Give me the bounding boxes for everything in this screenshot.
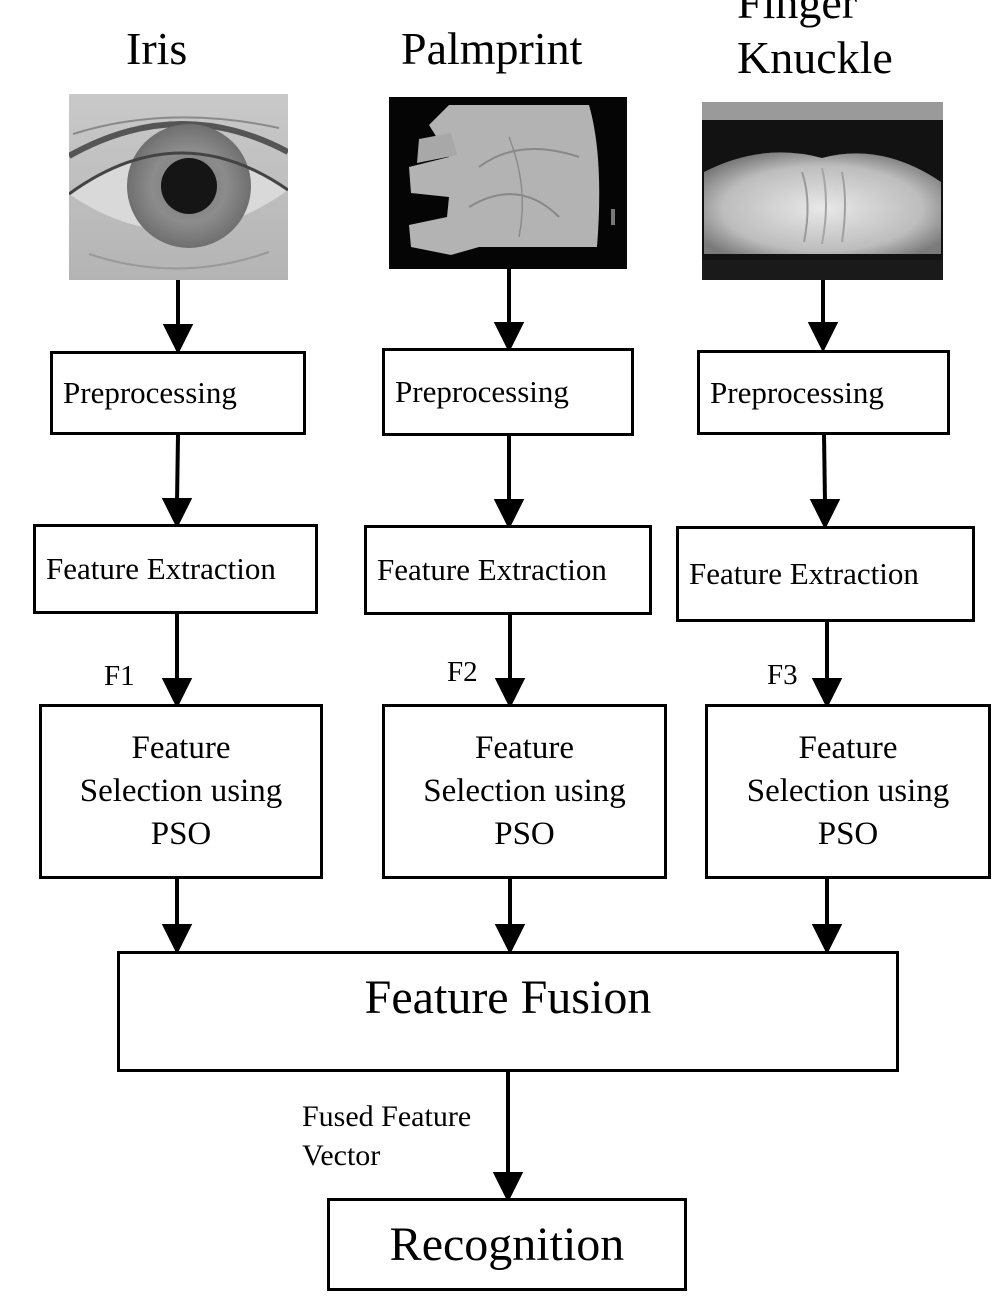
iris-feature-selection-box: Feature Selection using PSO (39, 704, 323, 879)
iris-feature-extraction-box: Feature Extraction (33, 524, 318, 614)
palmprint-feature-extraction-label: Feature Extraction (377, 552, 607, 587)
knuckle-feature-selection-line3: PSO (817, 816, 879, 852)
title-palmprint: Palmprint (401, 23, 583, 74)
title-finger-knuckle-line2: Knuckle (737, 32, 893, 83)
arrow-head (162, 324, 194, 355)
iris-feature-extraction-label: Feature Extraction (46, 551, 276, 586)
title-finger-knuckle-line1: Finger (737, 0, 858, 28)
iris-image (69, 94, 288, 280)
palmprint-feature-selection-line2: Selection using (423, 773, 626, 809)
palmprint-image (389, 97, 627, 269)
feature-fusion-box: Feature Fusion (117, 951, 899, 1072)
palmprint-preprocessing-box: Preprocessing (382, 348, 634, 436)
knuckle-feature-extraction-box: Feature Extraction (676, 526, 975, 622)
iris-feature-selection-line2: Selection using (79, 773, 283, 809)
feature-label-f1: F1 (104, 660, 135, 692)
palmprint-feature-selection-box: Feature Selection using PSO (382, 704, 667, 879)
knuckle-feature-selection-line2: Selection using (746, 773, 950, 809)
knuckle-feature-selection-box: Feature Selection using PSO (705, 704, 991, 879)
knuckle-preprocessing-label: Preprocessing (710, 374, 884, 410)
feature-label-f2: F2 (447, 656, 478, 688)
fused-vector-label-line2: Vector (302, 1139, 381, 1172)
palmprint-feature-selection-line1: Feature (475, 730, 574, 766)
iris-feature-selection-line1: Feature (131, 730, 231, 766)
title-iris: Iris (126, 23, 188, 74)
recognition-label: Recognition (389, 1218, 625, 1271)
fused-vector-label-line1: Fused Feature (302, 1100, 472, 1133)
knuckle-preprocessing-box: Preprocessing (697, 350, 950, 435)
palmprint-feature-extraction-box: Feature Extraction (364, 525, 652, 615)
iris-preprocessing-label: Preprocessing (63, 375, 237, 410)
finger-knuckle-image (702, 102, 943, 280)
recognition-box: Recognition (327, 1198, 687, 1291)
palmprint-preprocessing-label: Preprocessing (395, 374, 569, 409)
iris-feature-selection-line3: PSO (150, 816, 212, 852)
palmprint-feature-selection-line3: PSO (494, 816, 555, 852)
knuckle-feature-selection-line1: Feature (798, 730, 898, 766)
feature-fusion-label: Feature Fusion (364, 971, 652, 1024)
feature-label-f3: F3 (767, 659, 798, 691)
iris-preprocessing-box: Preprocessing (50, 351, 306, 435)
knuckle-feature-extraction-label: Feature Extraction (689, 556, 919, 591)
